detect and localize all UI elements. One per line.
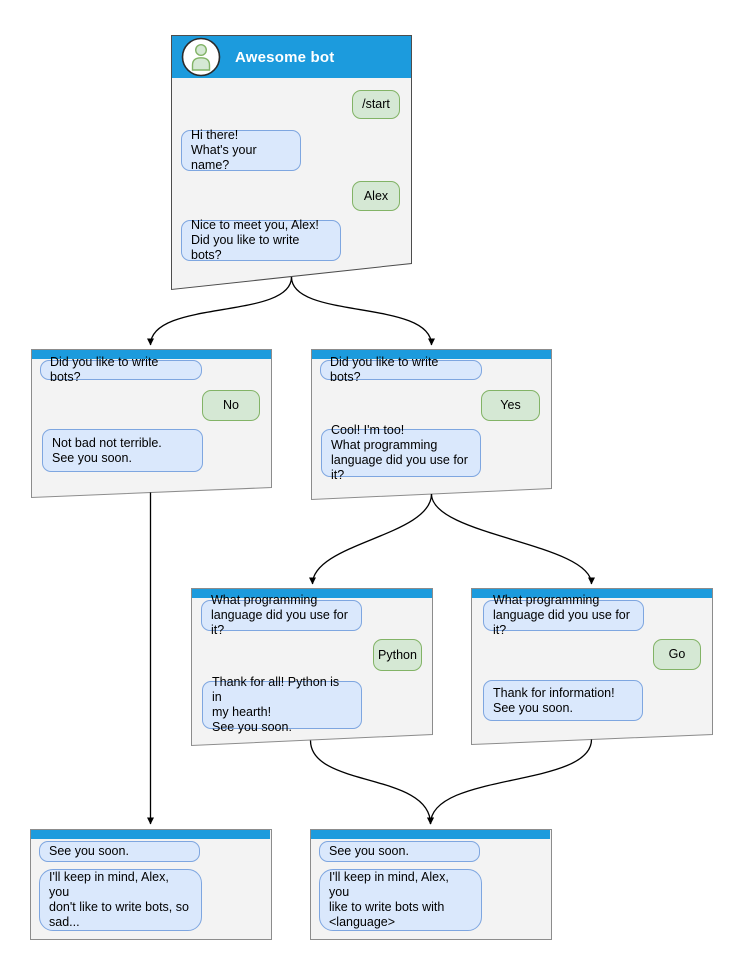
connector-go-to-end (427, 739, 593, 825)
bot-message-bubble: Hi there! What's your name? (181, 128, 301, 172)
user-message-bubble: Python (373, 639, 422, 671)
bot-message-bubble: Thank for all! Python is in my hearth! S… (202, 675, 362, 734)
user-message-bubble: Go (653, 639, 701, 670)
user-message-bubble: Alex (352, 181, 400, 211)
chat-window-branch-no: Did you like to write bots? No Not bad n… (31, 349, 272, 498)
chat-window-root: Awesome bot /start Hi there! What's your… (171, 35, 412, 289)
chat-window-end-no: See you soon. I'll keep in mind, Alex, y… (30, 829, 271, 940)
chat-window-lang-go: What programming language did you use fo… (471, 588, 713, 745)
bot-message-bubble: Did you like to write bots? (40, 355, 202, 384)
chat-header (32, 350, 271, 359)
chat-header: Awesome bot (172, 36, 411, 78)
bot-message-bubble: I'll keep in mind, Alex, you like to wri… (319, 869, 482, 931)
user-message-bubble: Yes (481, 390, 540, 421)
chat-window-end-yes: See you soon. I'll keep in mind, Alex, y… (310, 829, 551, 940)
user-message-bubble: /start (352, 90, 400, 119)
bot-message-bubble: See you soon. (39, 841, 200, 862)
connector-root-to-yes (290, 276, 435, 346)
person-avatar-icon (181, 37, 221, 77)
chat-header (472, 589, 712, 598)
connector-yes-to-python (309, 493, 433, 585)
bot-title: Awesome bot (235, 48, 335, 66)
bot-message-bubble: Thank for information! See you soon. (483, 680, 643, 721)
bot-message-bubble: Not bad not terrible. See you soon. (42, 429, 203, 472)
chat-window-branch-yes: Did you like to write bots? Yes Cool! I'… (311, 349, 552, 500)
bot-message-bubble: Did you like to write bots? (320, 355, 482, 384)
connector-python-to-end (309, 740, 434, 825)
chat-header (192, 589, 432, 598)
connector-root-to-no (147, 276, 293, 346)
chat-header (312, 350, 551, 359)
chat-window-lang-python: What programming language did you use fo… (191, 588, 433, 746)
bot-message-bubble: Cool! I'm too! What programming language… (321, 423, 481, 482)
bot-message-bubble: What programming language did you use fo… (483, 593, 644, 637)
bot-message-bubble: I'll keep in mind, Alex, you don't like … (39, 869, 202, 931)
chat-header (311, 830, 550, 839)
bot-message-bubble: What programming language did you use fo… (201, 593, 362, 637)
bot-message-bubble: Nice to meet you, Alex! Did you like to … (181, 218, 341, 262)
chat-header (31, 830, 270, 839)
bot-message-bubble: See you soon. (319, 841, 480, 862)
connector-yes-to-go (430, 493, 595, 585)
user-message-bubble: No (202, 390, 260, 421)
